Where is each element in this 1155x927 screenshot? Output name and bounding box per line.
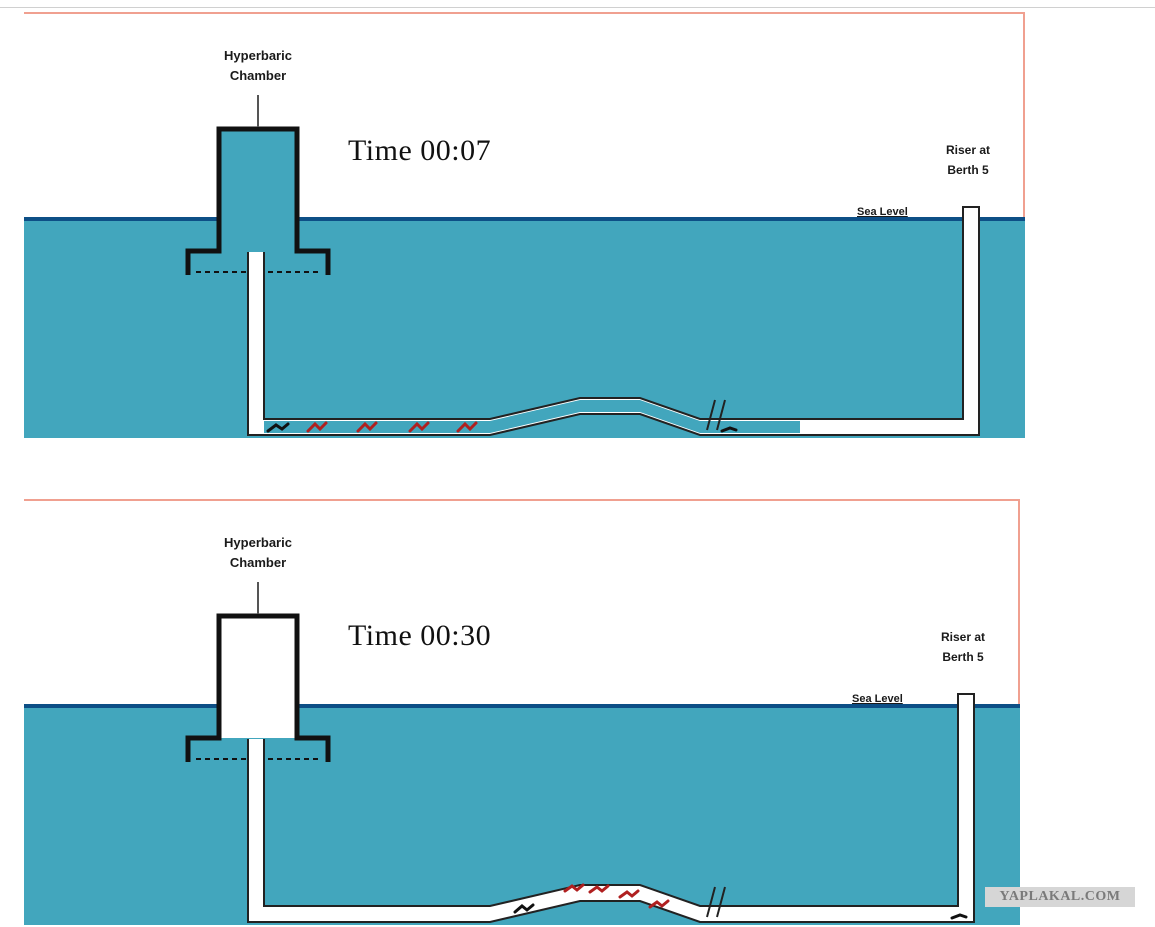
- diver-icons: [513, 883, 968, 920]
- time-label: Time 00:30: [348, 619, 492, 652]
- hyperbaric-chamber: [185, 126, 331, 275]
- riser-label-line-2: Berth 5: [942, 650, 984, 664]
- riser-label-line-2: Berth 5: [947, 163, 989, 177]
- sea-water: [24, 707, 1020, 925]
- riser-label: Riser at Berth 5: [928, 627, 998, 667]
- pipeline: [247, 693, 975, 923]
- watermark-logo: YAPLAKAL.COM: [985, 887, 1135, 907]
- sea-level-label: Sea Level: [852, 693, 903, 705]
- pipe-break-mark: [706, 399, 716, 431]
- pipe-break-mark: [706, 886, 716, 918]
- riser-label-line-1: Riser at: [945, 143, 991, 157]
- diagram-panel-1: Hyperbaric Chamber Time 00:07 Riser at B…: [0, 0, 1155, 440]
- diagram-svg-2: [24, 499, 1020, 925]
- diver-icons: [266, 421, 738, 433]
- sea-water: [24, 220, 1025, 438]
- diagram-svg-1: [24, 12, 1025, 438]
- riser-label: Riser at Berth 5: [933, 140, 1003, 180]
- chamber-label-line-2: Chamber: [229, 68, 287, 83]
- top-divider: [0, 7, 1155, 8]
- sea-level-label: Sea Level: [857, 206, 908, 218]
- chamber-fill: [219, 616, 297, 738]
- chamber-label-line-1: Hyperbaric: [224, 48, 292, 63]
- chamber-label: Hyperbaric Chamber: [203, 46, 313, 86]
- hyperbaric-chamber: [185, 613, 331, 762]
- riser-label-line-1: Riser at: [940, 630, 986, 644]
- chamber-label-line-1: Hyperbaric: [224, 535, 292, 550]
- time-label: Time 00:07: [348, 134, 492, 167]
- chamber-label-line-2: Chamber: [229, 555, 287, 570]
- chamber-water: [297, 712, 328, 738]
- pipe-break-mark: [716, 886, 726, 918]
- pipe-break-mark: [716, 399, 726, 431]
- diagram-panel-2: Hyperbaric Chamber Time 00:30 Riser at B…: [0, 487, 1155, 927]
- chamber-label: Hyperbaric Chamber: [203, 533, 313, 573]
- chamber-fill: [219, 129, 297, 251]
